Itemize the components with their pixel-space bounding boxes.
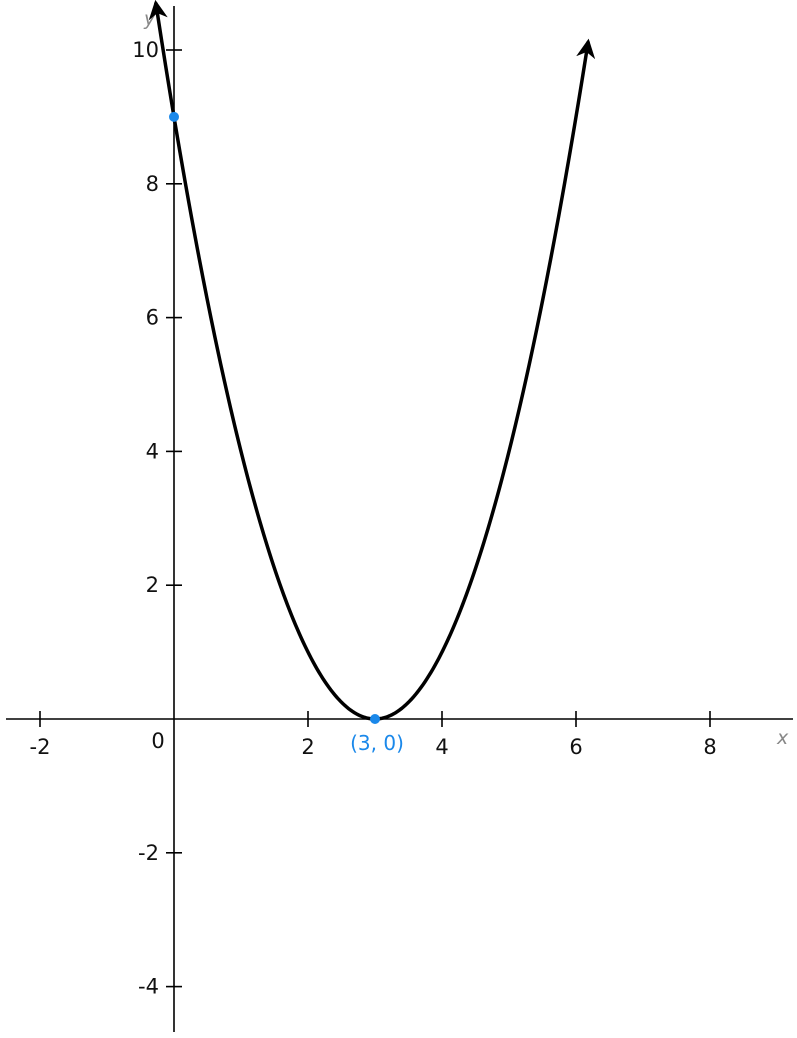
y-tick-label: 8 (146, 172, 159, 196)
tick-labels: -2 2 4 6 8 -4 -2 2 4 6 8 10 0 (30, 38, 717, 999)
y-axis-label: y (143, 8, 156, 30)
y-tick-label: 4 (146, 439, 159, 463)
highlighted-points: (3, 0) (169, 111, 404, 755)
origin-label: 0 (151, 729, 164, 753)
x-tick-label: 6 (569, 735, 582, 759)
x-tick-label: 4 (435, 735, 448, 759)
x-tick-label: 2 (301, 735, 314, 759)
highlight-point (169, 111, 179, 122)
y-tick-label: 10 (132, 38, 159, 62)
highlight-point (370, 714, 380, 724)
y-tick-label: -4 (138, 975, 159, 999)
parabola-curve (148, 0, 596, 721)
y-tick-label: -2 (138, 841, 159, 865)
x-tick-label: -2 (30, 735, 51, 759)
point-label: (3, 0) (350, 731, 404, 755)
y-tick-label: 6 (146, 306, 159, 330)
x-tick-label: 8 (703, 735, 716, 759)
x-axis-label: x (776, 727, 789, 749)
y-tick-label: 2 (146, 573, 159, 597)
